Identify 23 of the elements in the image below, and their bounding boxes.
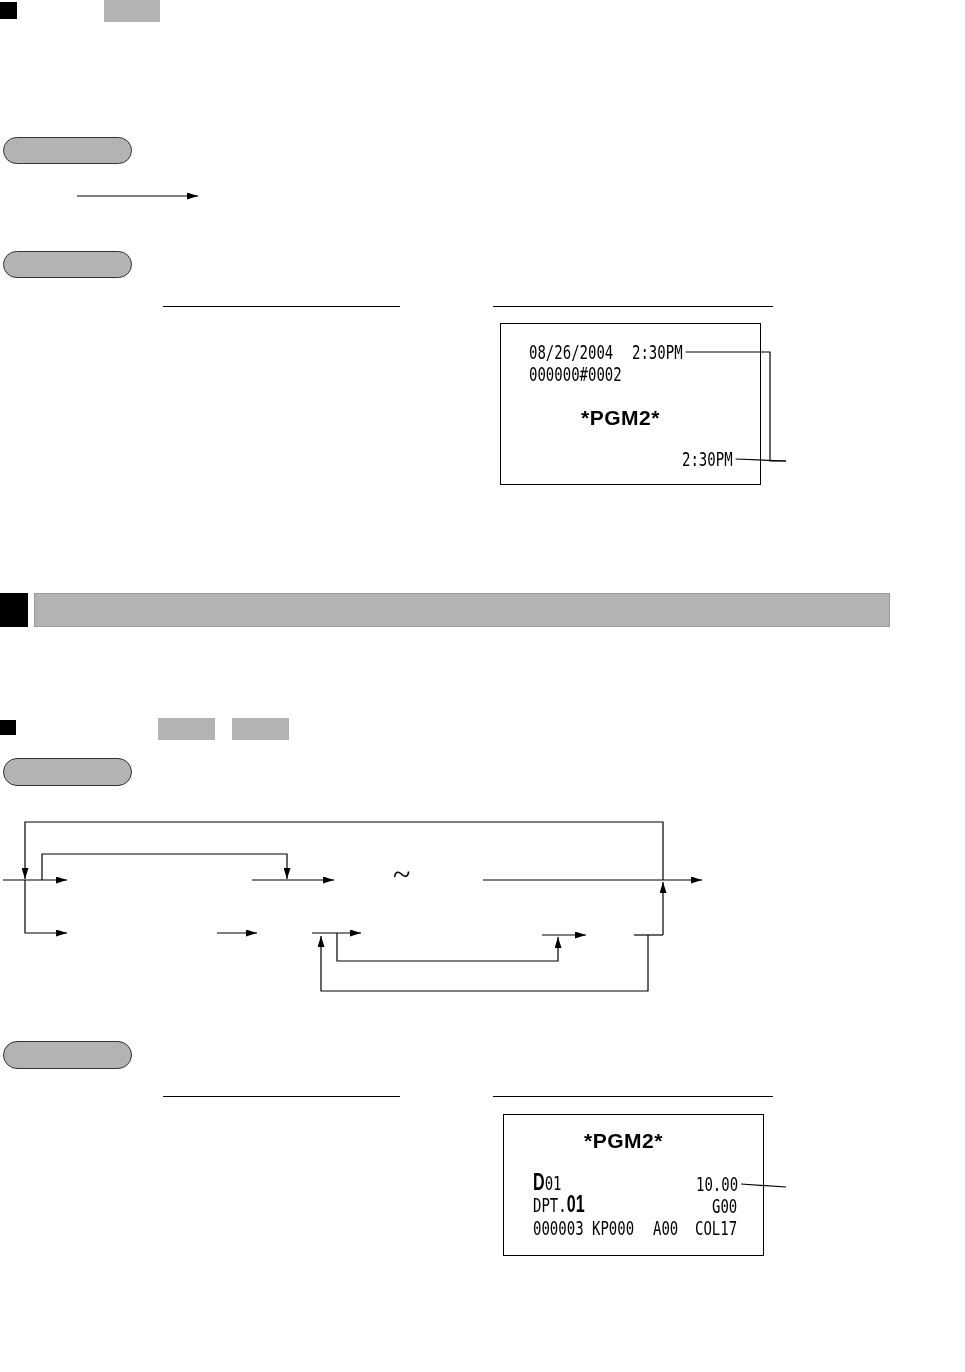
receipt-text: G00	[712, 1196, 738, 1216]
receipt-text: COL17	[695, 1218, 738, 1238]
pill-tab	[3, 758, 132, 786]
receipt-text: 08/26/2004	[529, 342, 614, 362]
receipt-text: DPT.01	[533, 1194, 585, 1215]
pill-tab	[3, 1041, 132, 1069]
receipt-text: 2:30PM	[682, 449, 733, 469]
heading-band	[34, 593, 890, 627]
receipt-text: 10.00	[696, 1174, 739, 1194]
receipt-printout	[503, 1114, 764, 1256]
receipt-text: 000003 KP000	[533, 1218, 635, 1238]
receipt-text: A00	[653, 1218, 679, 1238]
receipt-text: D01	[533, 1172, 562, 1193]
leader-line	[735, 458, 787, 462]
receipt-text: *PGM2*	[581, 407, 660, 428]
leader-line	[740, 1183, 787, 1188]
receipt-text: 000000#0002	[529, 364, 622, 384]
receipt-text: *PGM2*	[584, 1130, 663, 1151]
receipt-printout	[500, 323, 761, 485]
receipt-text: 2:30PM	[632, 342, 683, 362]
pill-tab	[3, 251, 132, 278]
range-symbol: ~	[393, 858, 411, 890]
pill-tab	[3, 137, 132, 164]
